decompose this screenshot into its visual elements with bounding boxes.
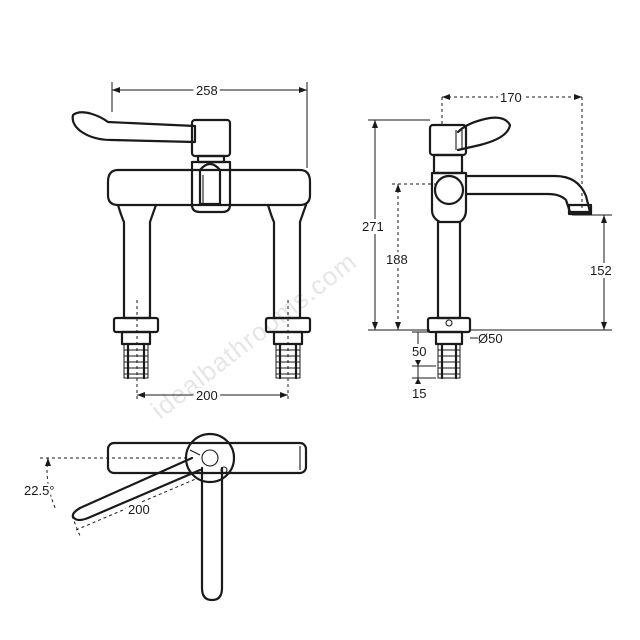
dim-side-outlet-height: 188 (386, 252, 408, 267)
dim-side-height: 271 (362, 219, 384, 234)
lever-hub (190, 118, 232, 158)
watermark: idealbathrooms.com (145, 246, 362, 425)
dim-front-centres: 200 (196, 388, 218, 403)
dim-front-width: 258 (196, 83, 218, 98)
plan-spout (200, 466, 224, 602)
dim-side-spout-height: 152 (590, 263, 612, 278)
dim-plan-angle: 22.5° (24, 483, 55, 498)
plan-lever (71, 456, 202, 522)
lever-handle (71, 111, 197, 144)
dim-plan-lever: 200 (128, 502, 150, 517)
front-view: 258 (71, 80, 312, 406)
spout (464, 174, 592, 214)
outlet-circle (433, 174, 465, 206)
side-view: 170 271 188 152 (359, 87, 615, 401)
plan-view: 22.5° 200 (22, 432, 308, 602)
dim-side-shank: 15 (412, 386, 426, 401)
dim-side-reach: 170 (500, 90, 522, 105)
dim-side-diameter: Ø50 (478, 331, 503, 346)
plan-hub (184, 432, 236, 484)
dim-side-base: 50 (412, 344, 426, 359)
tap-body (106, 168, 312, 207)
